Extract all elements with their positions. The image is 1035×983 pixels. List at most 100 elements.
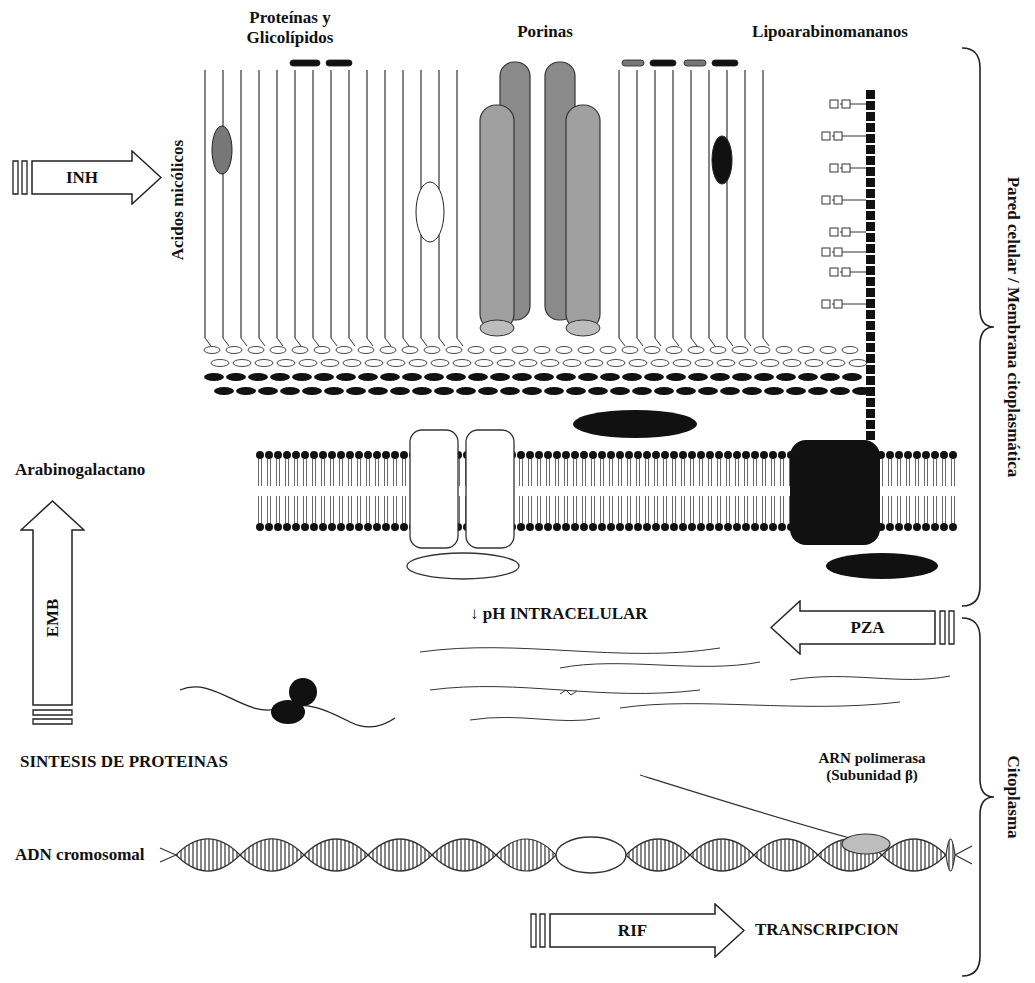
glycolipid-bar bbox=[684, 60, 706, 66]
lipid-tail bbox=[756, 459, 757, 486]
lipid-tail bbox=[621, 496, 622, 523]
lipid-tail bbox=[396, 496, 397, 523]
lipid-tail bbox=[954, 496, 955, 523]
linker-line bbox=[691, 338, 697, 346]
mannan-unit bbox=[866, 233, 875, 242]
ribosome bbox=[180, 678, 395, 727]
text-label: TRANSCRIPCION bbox=[755, 920, 899, 940]
mycolic-acid-line bbox=[204, 70, 205, 338]
arabinan-unit bbox=[834, 300, 842, 308]
lipid-head bbox=[922, 523, 930, 531]
lipid-tail bbox=[279, 459, 280, 486]
lipid-tail bbox=[783, 459, 784, 486]
lipid-head bbox=[526, 523, 534, 531]
lipid-tail bbox=[708, 459, 709, 486]
text-label: ARN polimerasa (Subunidad β) bbox=[802, 750, 942, 785]
lipid-head bbox=[571, 451, 579, 459]
lipid-tail bbox=[882, 459, 883, 486]
peptidoglycan-unit bbox=[424, 373, 444, 381]
mycolic-acid-line bbox=[348, 70, 349, 338]
lipid-head bbox=[625, 451, 633, 459]
lipid-tail bbox=[342, 496, 343, 523]
lipid-head bbox=[742, 523, 750, 531]
arabinan-unit bbox=[834, 196, 842, 204]
lipid-head bbox=[589, 523, 597, 531]
lipid-tail bbox=[567, 496, 568, 523]
lipid-head bbox=[283, 451, 291, 459]
sugar-unit bbox=[556, 347, 572, 354]
lipid-tail bbox=[789, 459, 790, 486]
lipid-tail bbox=[636, 496, 637, 523]
lipid-tail bbox=[708, 496, 709, 523]
lipid-tail bbox=[315, 496, 316, 523]
lipid-head bbox=[274, 451, 282, 459]
lipid-tail bbox=[321, 459, 322, 486]
lipid-tail bbox=[636, 459, 637, 486]
sugar-unit bbox=[651, 360, 669, 367]
lipid-tail bbox=[765, 459, 766, 486]
lipid-head bbox=[688, 451, 696, 459]
mannan-unit bbox=[866, 134, 875, 143]
lipid-head bbox=[382, 451, 390, 459]
lipid-tail bbox=[303, 496, 304, 523]
sugar-unit bbox=[292, 347, 308, 354]
lipid-tail bbox=[762, 496, 763, 523]
drug-arrow: INH bbox=[12, 150, 162, 205]
sugar-unit bbox=[270, 347, 286, 354]
peptidoglycan-unit bbox=[732, 373, 752, 381]
lipid-tail bbox=[573, 459, 574, 486]
linker-line bbox=[457, 338, 463, 346]
lipid-tail bbox=[393, 459, 394, 486]
sugar-unit bbox=[255, 360, 273, 367]
cell-wall bbox=[205, 60, 769, 346]
lipid-tail bbox=[297, 459, 298, 486]
mannan-unit bbox=[866, 365, 875, 374]
mycolic-acid-line bbox=[690, 70, 691, 338]
lipid-tail bbox=[924, 459, 925, 486]
lipid-head bbox=[724, 523, 732, 531]
lipid-tail bbox=[600, 496, 601, 523]
lipid-tail bbox=[681, 459, 682, 486]
lipid-tail bbox=[384, 496, 385, 523]
lipid-tail bbox=[726, 459, 727, 486]
lipid-head bbox=[274, 523, 282, 531]
mycolic-acid-line bbox=[672, 70, 673, 338]
rna-transcript bbox=[640, 775, 850, 838]
lipid-tail bbox=[459, 459, 460, 486]
linker-line bbox=[655, 338, 661, 346]
mannan-unit bbox=[866, 200, 875, 209]
lipid-tail bbox=[639, 459, 640, 486]
lipid-head bbox=[607, 451, 615, 459]
lipid-tail bbox=[558, 459, 559, 486]
dna-segment bbox=[882, 839, 946, 871]
sugar-unit bbox=[607, 360, 625, 367]
arabinan-unit bbox=[842, 100, 850, 108]
lipid-tail bbox=[684, 496, 685, 523]
lipid-tail bbox=[942, 496, 943, 523]
lipid-head bbox=[715, 451, 723, 459]
sugar-unit bbox=[585, 360, 603, 367]
text-label: Lipoarabinomananos bbox=[752, 22, 908, 42]
mannan-unit bbox=[866, 288, 875, 297]
lipid-tail bbox=[672, 459, 673, 486]
lipid-tail bbox=[342, 459, 343, 486]
lipid-tail bbox=[702, 459, 703, 486]
text-label: Citoplasma bbox=[1003, 755, 1023, 838]
mycolic-acid-line bbox=[402, 70, 403, 338]
lipid-tail bbox=[582, 496, 583, 523]
linker-line bbox=[403, 338, 409, 346]
sugar-unit bbox=[783, 360, 801, 367]
sugar-unit bbox=[409, 360, 427, 367]
sugar-unit bbox=[211, 360, 229, 367]
arabinan-unit bbox=[834, 132, 842, 140]
mannan-unit bbox=[866, 112, 875, 121]
lipid-head bbox=[697, 523, 705, 531]
lipid-tail bbox=[747, 459, 748, 486]
sugar-unit bbox=[336, 347, 352, 354]
linker-line bbox=[259, 338, 265, 346]
peptidoglycan-layer bbox=[204, 347, 872, 396]
peptidoglycan-unit bbox=[402, 373, 422, 381]
lipid-tail bbox=[378, 496, 379, 523]
linker-line bbox=[313, 338, 319, 346]
sugar-unit bbox=[277, 360, 295, 367]
